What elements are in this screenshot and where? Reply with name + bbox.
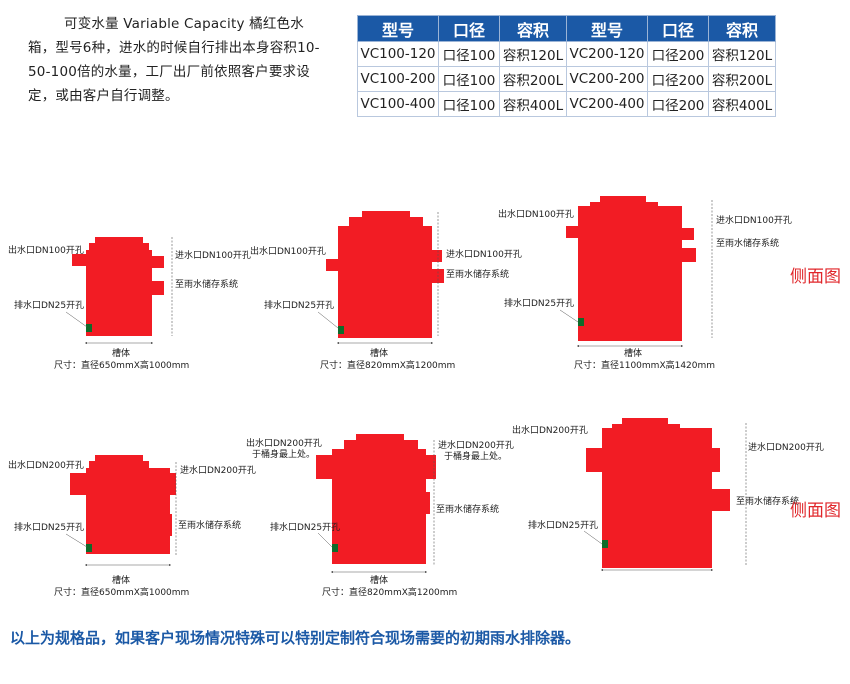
inlet-pipe xyxy=(168,473,176,495)
header-caliber-2: 口径 xyxy=(647,15,709,42)
tank-vc200-medium xyxy=(316,434,436,564)
label-storage: 至雨水储存系统 xyxy=(175,278,238,290)
label-outlet: 出水口DN100开孔 xyxy=(8,244,84,256)
footer-note: 以上为规格品，如果客户现场情况特殊可以特别定制符合现场需要的初期雨水排除器。 xyxy=(10,629,581,647)
table-cell: 口径200 xyxy=(647,91,709,117)
label-tank-body: 槽体 xyxy=(112,574,130,586)
inlet-pipe xyxy=(424,455,436,479)
header-volume-1: 容积 xyxy=(499,15,567,42)
label-inlet-top-2: 于桶身最上处。 xyxy=(444,450,507,462)
tank-vc200-large xyxy=(586,418,730,568)
label-size: 尺寸：直径820mmX高1200mm xyxy=(320,359,455,371)
table-cell: 口径100 xyxy=(438,41,500,67)
label-inlet: 进水口DN100开孔 xyxy=(175,249,251,261)
table-cell: VC200-120 xyxy=(566,41,648,67)
outlet-pipe xyxy=(586,448,604,472)
label-drain: 排水口DN25开孔 xyxy=(504,297,574,309)
table-cell: 容积120L xyxy=(708,41,776,67)
label-size: 尺寸：直径820mmX高1200mm xyxy=(322,586,457,598)
label-drain: 排水口DN25开孔 xyxy=(14,521,84,533)
table-row: VC100-120 口径100 容积120L VC200-120 口径200 容… xyxy=(357,41,776,67)
label-inlet: 进水口DN100开孔 xyxy=(716,214,792,226)
label-tank-body: 槽体 xyxy=(112,347,130,359)
header-caliber-1: 口径 xyxy=(438,15,500,42)
label-outlet: 出水口DN200开孔 xyxy=(8,459,84,471)
storage-pipe xyxy=(430,269,444,283)
drain-valve xyxy=(332,544,338,552)
label-tank-body: 槽体 xyxy=(624,347,642,359)
table-row: VC100-200 口径100 容积200L VC200-200 口径200 容… xyxy=(357,66,776,92)
label-storage: 至雨水储存系统 xyxy=(446,268,509,280)
drain-valve xyxy=(602,540,608,548)
header-model-1: 型号 xyxy=(357,15,439,42)
label-size: 尺寸：直径1100mmX高1420mm xyxy=(574,359,715,371)
label-drain: 排水口DN25开孔 xyxy=(264,299,334,311)
label-tank-body: 槽体 xyxy=(370,574,388,586)
table-cell: 容积200L xyxy=(708,66,776,92)
label-side-view: 侧面图 xyxy=(790,267,841,287)
intro-paragraph: 可变水量 Variable Capacity 橘红色水箱，型号6种，进水的时候自… xyxy=(28,16,320,104)
label-tank-body: 槽体 xyxy=(370,347,388,359)
label-inlet: 进水口DN100开孔 xyxy=(446,248,522,260)
tank-vc100-small xyxy=(72,237,164,336)
drain-valve xyxy=(338,326,344,334)
label-side-view: 侧面图 xyxy=(790,501,841,521)
table-cell: 口径200 xyxy=(647,41,709,67)
table-cell: 容积400L xyxy=(708,91,776,117)
label-storage: 至雨水储存系统 xyxy=(736,495,799,507)
storage-pipe xyxy=(680,248,696,262)
drain-valve xyxy=(86,544,92,552)
inlet-pipe xyxy=(710,448,720,472)
table-cell: VC200-200 xyxy=(566,66,648,92)
table-cell: VC100-120 xyxy=(357,41,439,67)
label-inlet: 进水口DN200开孔 xyxy=(748,441,824,453)
outlet-pipe xyxy=(72,254,88,266)
tank-vc100-large xyxy=(566,196,696,341)
label-size: 尺寸：直径650mmX高1000mm xyxy=(54,359,189,371)
label-drain: 排水口DN25开孔 xyxy=(270,521,340,533)
label-drain: 排水口DN25开孔 xyxy=(14,299,84,311)
drain-valve xyxy=(86,324,92,332)
label-drain: 排水口DN25开孔 xyxy=(528,519,598,531)
storage-pipe xyxy=(710,489,730,511)
label-outlet-top-2: 于桶身最上处。 xyxy=(252,448,315,460)
table-row: VC100-400 口径100 容积400L VC200-400 口径200 容… xyxy=(357,91,776,117)
table-cell: VC100-200 xyxy=(357,66,439,92)
drain-valve xyxy=(578,318,584,326)
label-size: 尺寸：直径650mmX高1000mm xyxy=(54,586,189,598)
table-cell: VC100-400 xyxy=(357,91,439,117)
label-storage: 至雨水储存系统 xyxy=(178,519,241,531)
table-cell: 口径100 xyxy=(438,91,500,117)
storage-pipe xyxy=(150,281,164,295)
inlet-pipe xyxy=(430,250,442,262)
label-inlet-top-1: 进水口DN200开孔 xyxy=(438,439,514,451)
outlet-pipe xyxy=(70,473,88,495)
label-outlet: 出水口DN100开孔 xyxy=(250,245,326,257)
tank-vc200-small xyxy=(70,455,176,554)
label-outlet-top-1: 出水口DN200开孔 xyxy=(246,437,322,449)
inlet-pipe xyxy=(680,228,694,240)
label-inlet: 进水口DN200开孔 xyxy=(180,464,256,476)
tank-vc100-medium xyxy=(326,211,444,338)
header-volume-2: 容积 xyxy=(708,15,776,42)
inlet-pipe xyxy=(150,256,164,268)
storage-pipe xyxy=(414,492,430,514)
label-outlet: 出水口DN200开孔 xyxy=(512,424,588,436)
outlet-pipe xyxy=(326,259,340,271)
spec-table: 型号 口径 容积 型号 口径 容积 VC100-120 口径100 容积120L… xyxy=(357,15,776,117)
outlet-pipe xyxy=(566,226,580,238)
storage-pipe xyxy=(156,514,172,536)
label-outlet: 出水口DN100开孔 xyxy=(498,208,574,220)
table-cell: 容积400L xyxy=(499,91,567,117)
label-storage: 至雨水储存系统 xyxy=(716,237,779,249)
outlet-pipe xyxy=(316,455,334,479)
label-storage: 至雨水储存系统 xyxy=(436,503,499,515)
